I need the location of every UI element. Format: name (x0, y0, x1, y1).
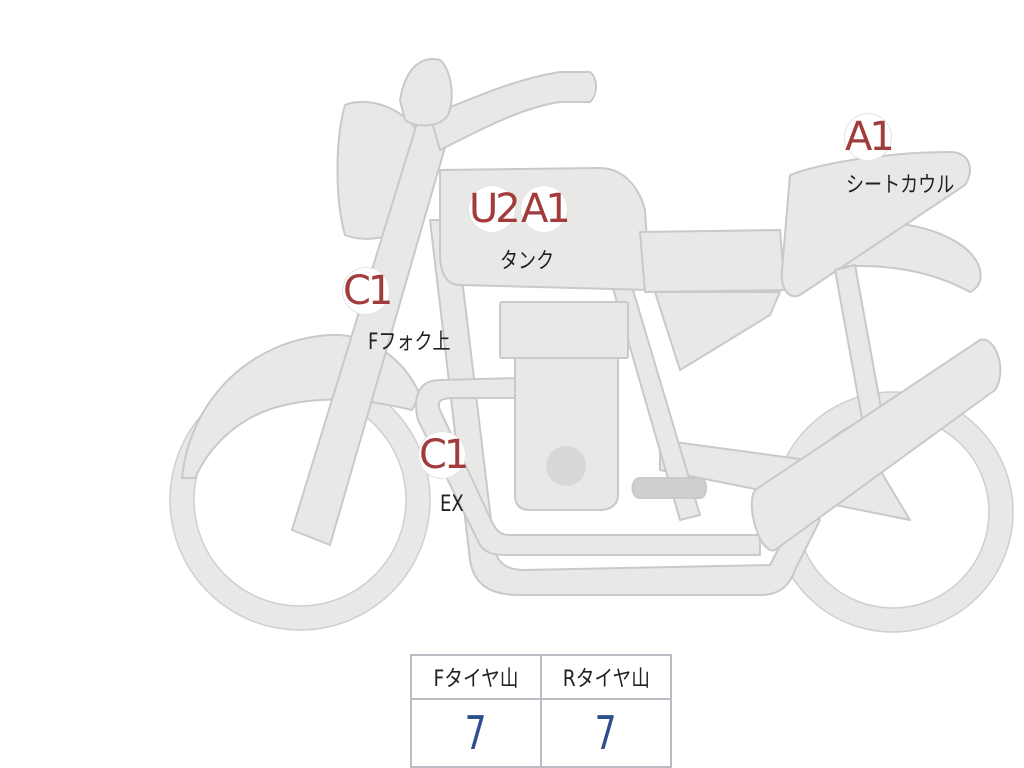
front-fork-damage-code: C1 (343, 268, 393, 314)
tank-damage-code-2: A1 (521, 186, 571, 232)
rear-tire-header: Rタイヤ山 (540, 654, 672, 700)
exhaust-label: EX (440, 492, 464, 517)
frame-loop (429, 219, 821, 596)
front-tire-header: Fタイヤ山 (410, 654, 542, 700)
front-tire-value: 7 (410, 698, 542, 768)
engine-top (499, 301, 629, 359)
tire-tread-table: Fタイヤ山 Rタイヤ山 7 7 (410, 654, 672, 768)
muffler (750, 338, 1002, 552)
handlebar (429, 71, 597, 151)
exhaust-pipe (415, 377, 761, 556)
mirror (399, 58, 453, 127)
front-fork-label: Fフォク上 (368, 330, 451, 355)
seat-cowl-damage-code: A1 (845, 114, 895, 160)
exhaust-damage-code: C1 (419, 432, 469, 478)
table-row: 7 7 (410, 698, 672, 768)
seat-cowl (780, 151, 971, 298)
engine-block (514, 357, 619, 511)
seat-cowl-label: シートカウル (846, 173, 955, 198)
seat (639, 229, 786, 293)
table-header-row: Fタイヤ山 Rタイヤ山 (410, 654, 672, 700)
tank-label: タンク (500, 249, 555, 274)
tank-damage-code-1: U2 (469, 186, 521, 232)
rear-tire-value: 7 (540, 698, 672, 768)
